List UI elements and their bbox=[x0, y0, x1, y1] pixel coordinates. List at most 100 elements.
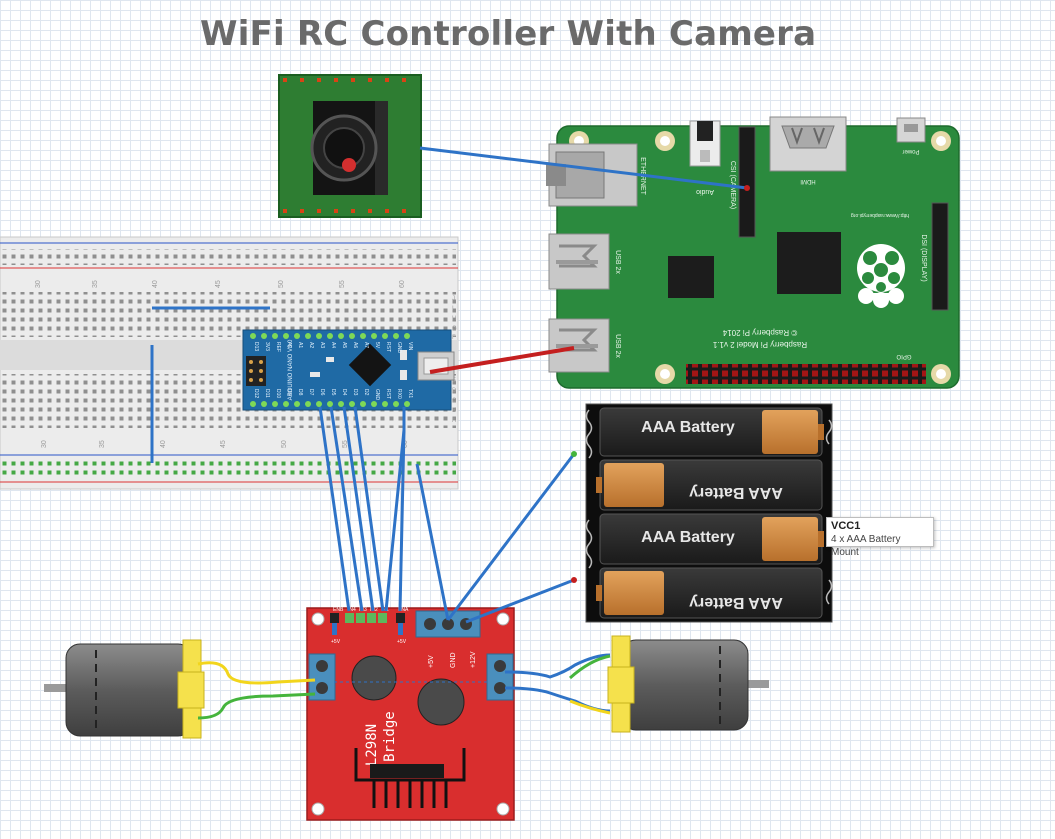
capacitor bbox=[417, 678, 465, 726]
soc-chip bbox=[777, 232, 841, 294]
column-numbers-bottom: 30 35 40 45 50 55 60 bbox=[41, 440, 409, 448]
arduino-pin-label: RST bbox=[385, 342, 391, 352]
dsi-display-connector[interactable] bbox=[931, 202, 949, 311]
battery-cell bbox=[596, 567, 823, 619]
arduino-name-label: ARDUINO NANO V3.0 bbox=[288, 339, 294, 400]
battery-cell bbox=[599, 513, 824, 565]
capacitor bbox=[351, 655, 397, 701]
arduino-pin-label: A3 bbox=[319, 342, 325, 348]
battery-positive-wire[interactable] bbox=[465, 578, 575, 624]
col-number: 45 bbox=[220, 440, 227, 448]
battery-cell bbox=[599, 407, 824, 457]
usb-controller-chip bbox=[668, 256, 714, 298]
motor-left-wire-green[interactable] bbox=[197, 692, 316, 720]
diagram-title: WiFi RC Controller With Camera bbox=[200, 14, 817, 54]
arduino-pin-label: GND bbox=[374, 389, 380, 401]
arduino-pin-label: A1 bbox=[297, 342, 303, 348]
pi-url: http://www.raspberrypi.org bbox=[851, 212, 909, 218]
power-port[interactable] bbox=[896, 117, 926, 143]
motor-right[interactable] bbox=[607, 635, 769, 733]
motor-right-wire-yellow[interactable] bbox=[569, 699, 611, 715]
usb-lower-label: USB 2x bbox=[614, 334, 621, 358]
csi-camera-connector[interactable] bbox=[738, 126, 756, 238]
audio-label: Audio bbox=[696, 188, 714, 195]
tooltip-title: VCC1 bbox=[831, 520, 861, 532]
arduino-pin-label: D12 bbox=[253, 389, 259, 398]
raspberry-pi-board[interactable]: ETHERNET USB 2x USB 2x Audio CSI (CAMERA… bbox=[546, 116, 960, 389]
arduino-pin-label: TX1 bbox=[407, 389, 413, 398]
camera-module[interactable] bbox=[278, 74, 422, 218]
hbridge-pin-label: ENA bbox=[398, 607, 409, 613]
battery-label: AAA Battery bbox=[689, 484, 783, 501]
power-label: +12V bbox=[470, 651, 477, 668]
pi-copyright: © Raspberry Pi 2014 bbox=[722, 328, 797, 337]
logic-signal-wires[interactable] bbox=[318, 406, 406, 612]
mounting-holes bbox=[569, 131, 951, 384]
col-number: 40 bbox=[152, 280, 159, 288]
row-letter: D bbox=[452, 388, 457, 394]
col-number: 30 bbox=[35, 280, 42, 288]
hbridge-name-label: H-Bridge bbox=[382, 711, 398, 778]
col-number: 55 bbox=[342, 440, 349, 448]
arduino-pin-label: A4 bbox=[330, 342, 336, 348]
arduino-pin-label: A5 bbox=[341, 342, 347, 348]
hbridge-logic-pins[interactable] bbox=[330, 613, 405, 635]
battery-cell bbox=[596, 459, 823, 511]
arduino-pin-label: D6 bbox=[319, 389, 325, 396]
jumper-label: +5V bbox=[397, 639, 407, 645]
arduino-pin-label: REF bbox=[275, 342, 281, 352]
row-letter: I bbox=[452, 306, 454, 312]
battery-ground-wire[interactable] bbox=[446, 453, 576, 621]
arduino-pin-label: 5V bbox=[374, 342, 380, 349]
hbridge-pin-label: ENB bbox=[333, 607, 344, 613]
gpio-label: GPIO bbox=[896, 353, 911, 359]
audio-jack[interactable] bbox=[689, 120, 721, 167]
arduino-pin-label: A0 bbox=[286, 342, 292, 348]
usb-upper-label: USB 2x bbox=[614, 250, 621, 274]
row-letter: B bbox=[452, 408, 456, 414]
motor-left[interactable] bbox=[44, 639, 205, 739]
arduino-pin-label: RST bbox=[385, 389, 391, 399]
row-letter: C bbox=[452, 398, 457, 404]
motor-right-wire-blue-2[interactable] bbox=[504, 686, 611, 713]
arduino-pin-label: GND bbox=[396, 342, 402, 354]
l298n-hbridge[interactable]: ENB IN4 IN3 IN2 IN1 ENA +5V +5V +5V GND … bbox=[306, 607, 515, 821]
arduino-pin-label: D7 bbox=[308, 389, 314, 396]
arduino-pin-label: RX0 bbox=[396, 389, 402, 399]
arduino-pin-label: A2 bbox=[308, 342, 314, 348]
column-numbers-top: 30 35 40 45 50 55 60 bbox=[35, 280, 406, 288]
row-letter: E bbox=[452, 378, 456, 384]
usb-port-lower[interactable] bbox=[548, 318, 610, 373]
battery-pack[interactable]: AAA Battery AAA Battery AAA Battery AAA … bbox=[585, 403, 833, 623]
hdmi-port[interactable] bbox=[769, 116, 847, 172]
camera-ribbon-wire[interactable] bbox=[419, 146, 748, 190]
usb-power-wire[interactable] bbox=[429, 346, 575, 374]
arduino-pin-label: A6 bbox=[352, 342, 358, 348]
raspberry-logo-icon bbox=[857, 244, 905, 308]
motor-right-wire-blue[interactable] bbox=[504, 653, 611, 679]
motor-left-wire-yellow[interactable] bbox=[197, 661, 316, 685]
motor-right-wire-green[interactable] bbox=[568, 654, 611, 680]
battery-label: AAA Battery bbox=[641, 529, 735, 546]
row-letter: H bbox=[452, 316, 456, 322]
power-terminal-labels: +5V GND +12V bbox=[428, 651, 477, 668]
col-number: 45 bbox=[215, 280, 222, 288]
arduino-pin-label: D11 bbox=[264, 389, 270, 398]
component-tooltip: VCC1 4 x AAA Battery Mount bbox=[826, 517, 934, 558]
ground-wire[interactable] bbox=[415, 463, 450, 621]
power-label: +5V bbox=[428, 655, 435, 668]
row-letters: J I H G F E D C B A bbox=[452, 296, 457, 424]
hdmi-label: HDMI bbox=[800, 178, 816, 184]
arduino-pin-label: VIN bbox=[407, 342, 413, 351]
ethernet-port[interactable] bbox=[546, 143, 638, 207]
arduino-pin-label: D4 bbox=[341, 389, 347, 396]
col-number: 40 bbox=[160, 440, 167, 448]
heatsink bbox=[354, 748, 466, 808]
dsi-display-label: DSI (DISPLAY) bbox=[920, 234, 927, 281]
arduino-pin-label: D8 bbox=[297, 389, 303, 396]
arduino-pin-label: 3V3 bbox=[264, 342, 270, 351]
usb-port-upper[interactable] bbox=[548, 233, 610, 290]
